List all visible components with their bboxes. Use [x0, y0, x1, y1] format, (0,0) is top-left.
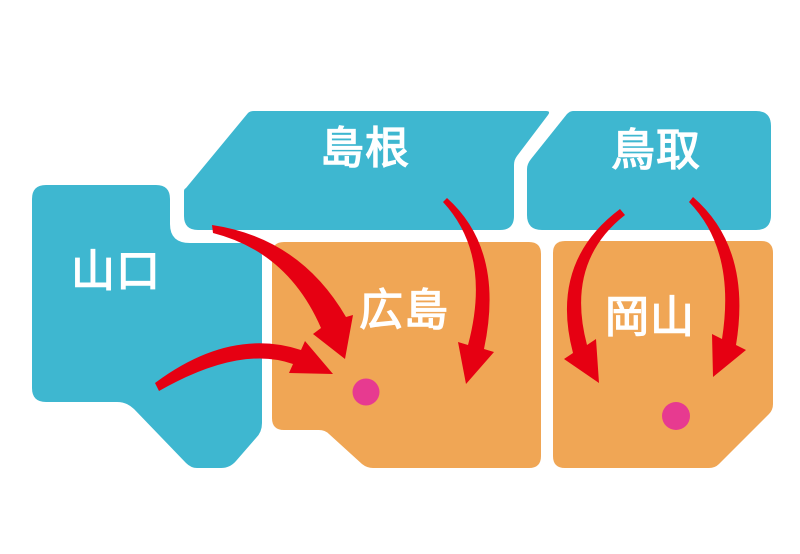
prefecture-label-hiroshima: 広島: [359, 285, 449, 336]
arrow-yamaguchi-to-hiroshima: [155, 341, 333, 391]
prefecture-tottori: [527, 111, 771, 230]
prefecture-shimane: [184, 111, 550, 230]
arrow-shimane-to-hiroshima-west: [212, 225, 353, 359]
prefecture-hiroshima: [272, 242, 541, 468]
prefecture-label-yamaguchi: 山口: [71, 246, 161, 297]
prefecture-okayama: [553, 241, 773, 468]
prefecture-label-tottori: 鳥取: [611, 125, 701, 176]
city-dot-okayama: [662, 402, 690, 430]
city-dot-hiroshima: [352, 378, 380, 406]
prefecture-yamaguchi: [32, 185, 262, 468]
prefecture-label-shimane: 島根: [320, 123, 410, 174]
arrow-shimane-to-hiroshima-east: [443, 198, 494, 384]
arrow-tottori-to-okayama-west: [564, 209, 625, 383]
arrow-tottori-to-okayama-east: [689, 197, 746, 377]
prefecture-label-okayama: 岡山: [605, 292, 695, 343]
